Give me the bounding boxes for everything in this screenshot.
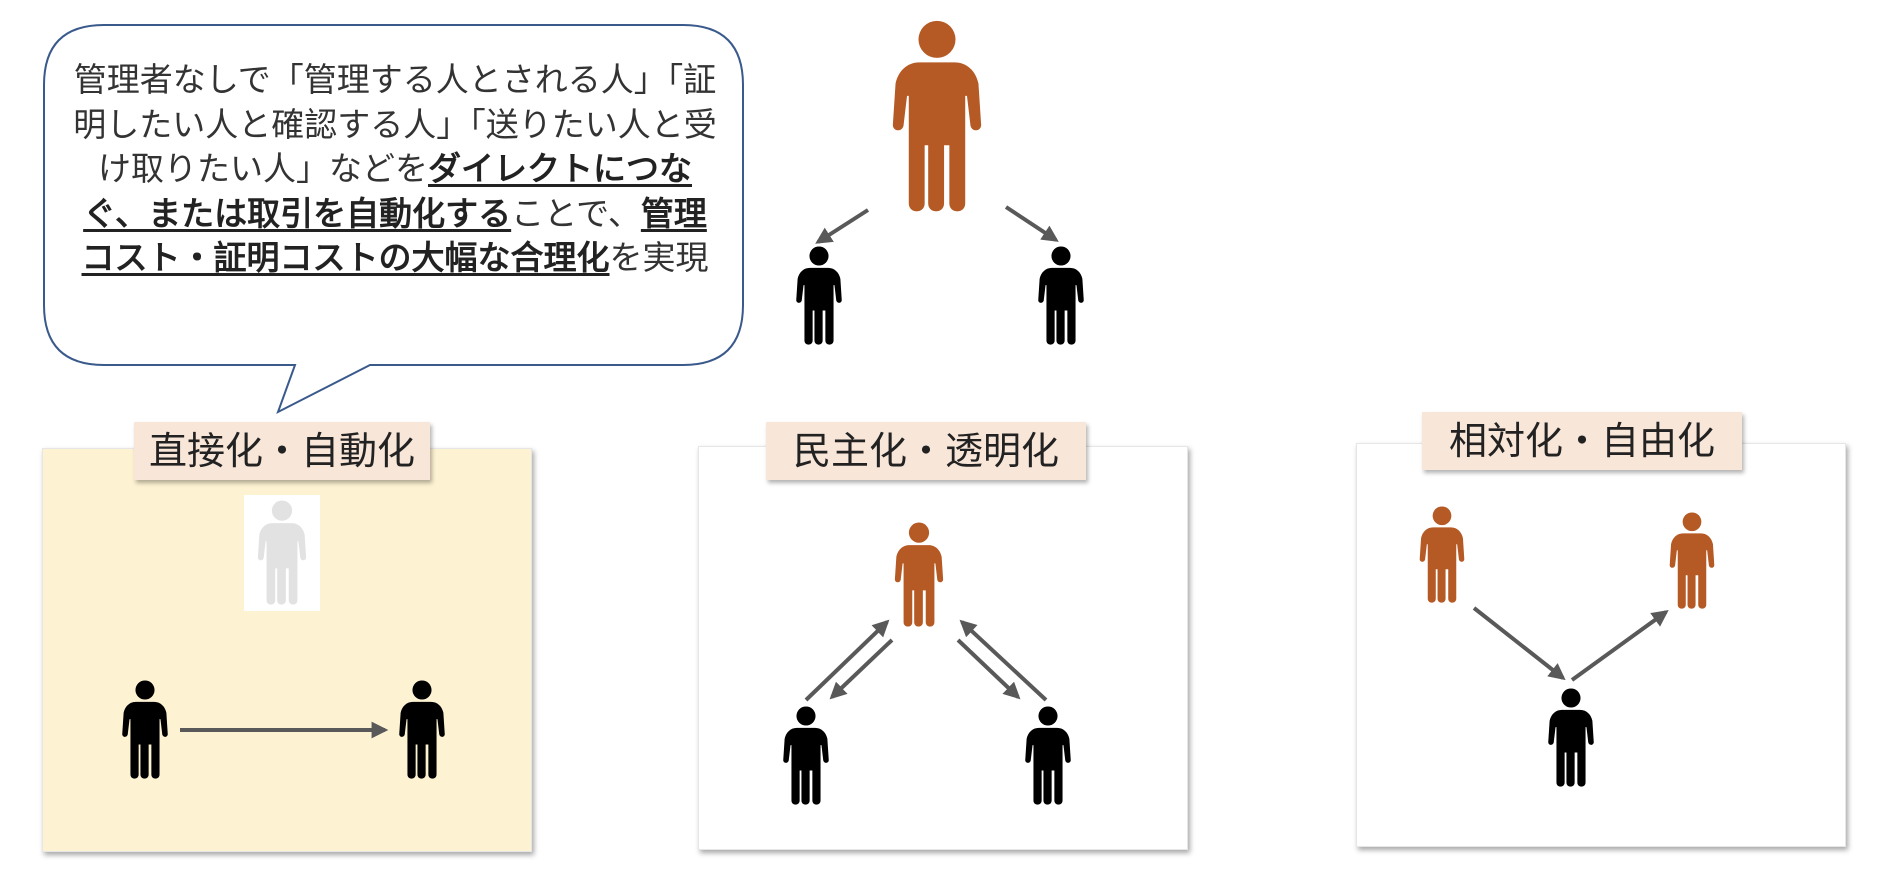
person-icon [1548, 688, 1594, 787]
admin-person-icon [1669, 512, 1715, 609]
ghost-admin-person-icon [257, 500, 307, 605]
democratic-transparency-panel [698, 446, 1188, 850]
admin-person-icon [894, 522, 944, 627]
bubble-text: 管理者なしで「管理する人とされる人」「証明したい人と確認する人」「送りたい人と受… [70, 58, 720, 281]
arrow-icon [804, 619, 890, 702]
arrow-icon [1004, 205, 1059, 242]
arrow-icon [815, 208, 870, 244]
arrow-icon [956, 638, 1021, 700]
person-icon [122, 680, 168, 779]
person-icon [1025, 706, 1071, 805]
democratic-transparency-label: 民主化・透明化 [766, 422, 1086, 480]
speech-bubble [43, 24, 744, 415]
arrow-icon [959, 619, 1048, 702]
admin-person-icon [1419, 506, 1465, 603]
arrow-icon [829, 638, 894, 700]
direct-automation-label: 直接化・自動化 [134, 422, 430, 480]
bubble-text-middle: ことで、 [511, 193, 641, 233]
arrow-icon [1570, 610, 1669, 682]
person-icon [783, 706, 829, 805]
admin-person-icon [892, 20, 982, 212]
person-icon [1038, 246, 1084, 345]
relative-liberal-label: 相対化・自由化 [1422, 412, 1742, 470]
person-icon [399, 680, 445, 779]
person-icon [796, 246, 842, 345]
bubble-emphasis-direct: ダイレクトにつなぐ、または取引を自動化する [83, 149, 692, 233]
arrow-icon [1472, 606, 1566, 681]
bubble-emphasis-cost: 管理コスト・証明コストの大幅な合理化 [81, 193, 707, 278]
bubble-text-tail: を実現 [609, 238, 709, 277]
bubble-text-intro: 管理者なしで「管理する人とされる人」「証明したい人と確認する人」「送りたい人と受… [73, 60, 717, 188]
